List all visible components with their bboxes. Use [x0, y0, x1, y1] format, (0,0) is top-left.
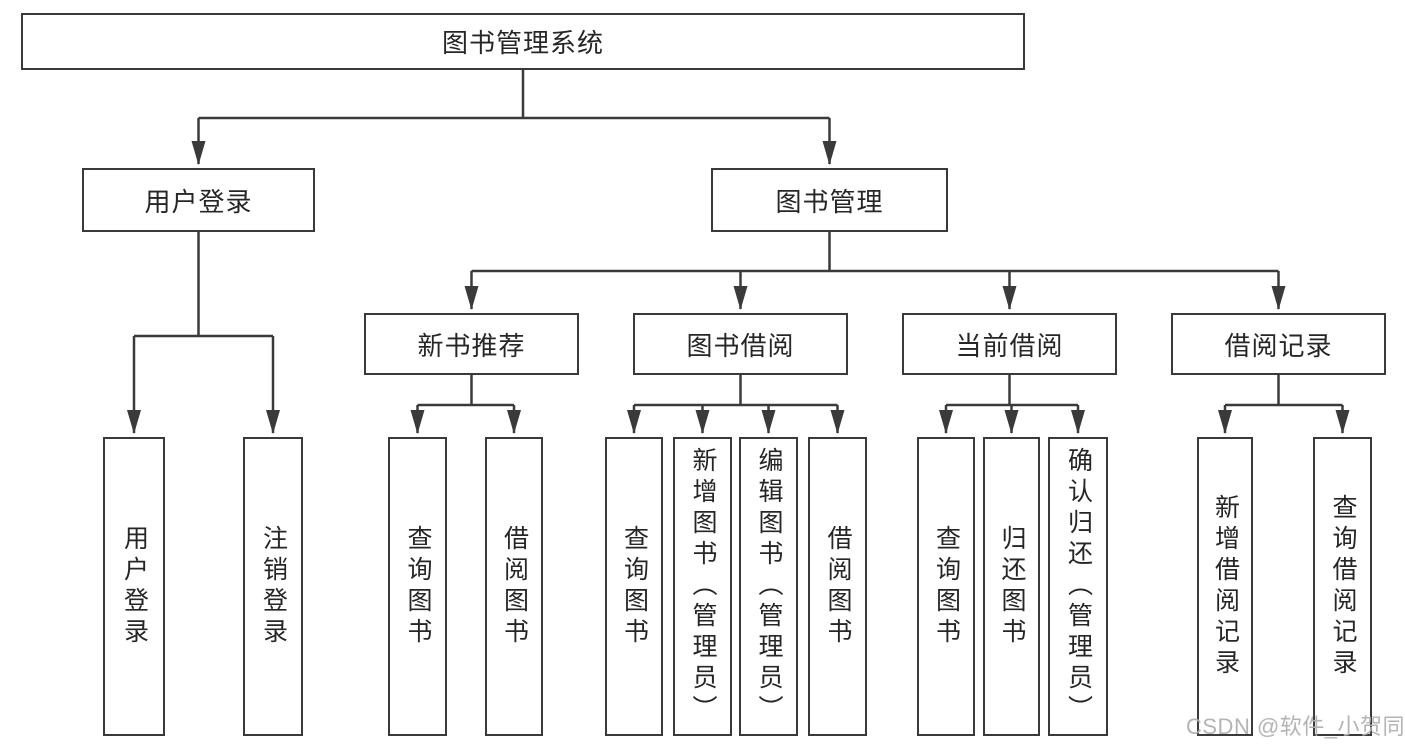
- node-root-label: 图书管理系统: [441, 28, 604, 58]
- leaf-add-book-admin-label: 新增图书（管理员）: [689, 447, 717, 726]
- leaf-confirm-return-admin: 确认归还（管理员）: [1048, 437, 1108, 736]
- leaf-query-book-3: 查询图书: [917, 437, 975, 736]
- leaf-borrow-book-2-label: 借阅图书: [824, 524, 852, 649]
- node-new-book-recommend-label: 新书推荐: [417, 330, 526, 361]
- leaf-return-book: 归还图书: [983, 437, 1040, 736]
- leaf-logout-label: 注销登录: [259, 524, 288, 649]
- leaf-borrow-book-1: 借阅图书: [485, 437, 543, 736]
- leaf-add-borrow-record-label: 新增借阅记录: [1211, 493, 1240, 680]
- leaf-user-login: 用户登录: [103, 437, 165, 736]
- leaf-query-borrow-record-label: 查询借阅记录: [1329, 493, 1357, 680]
- node-book-management: 图书管理: [711, 168, 948, 232]
- leaf-query-book-1-label: 查询图书: [404, 524, 432, 649]
- leaf-query-book-2: 查询图书: [605, 437, 663, 736]
- leaf-add-book-admin: 新增图书（管理员）: [673, 437, 732, 736]
- leaf-query-borrow-record: 查询借阅记录: [1313, 437, 1372, 736]
- leaf-add-borrow-record: 新增借阅记录: [1197, 437, 1253, 736]
- leaf-borrow-book-2: 借阅图书: [808, 437, 867, 736]
- node-book-management-label: 图书管理: [775, 186, 884, 217]
- node-current-borrow: 当前借阅: [902, 313, 1117, 375]
- node-book-borrow: 图书借阅: [633, 313, 848, 375]
- node-current-borrow-label: 当前借阅: [955, 330, 1064, 361]
- leaf-user-login-label: 用户登录: [120, 524, 149, 649]
- leaf-query-book-1: 查询图书: [388, 437, 447, 736]
- leaf-borrow-book-1-label: 借阅图书: [500, 524, 529, 649]
- leaf-query-book-3-label: 查询图书: [932, 524, 961, 649]
- node-user-login-group: 用户登录: [82, 168, 315, 232]
- leaf-logout: 注销登录: [243, 437, 303, 736]
- leaf-query-book-2-label: 查询图书: [620, 524, 649, 649]
- node-new-book-recommend: 新书推荐: [364, 313, 579, 375]
- leaf-edit-book-admin: 编辑图书（管理员）: [739, 437, 798, 736]
- csdn-watermark: CSDN @软件_小贺同学: [1186, 714, 1405, 739]
- leaf-return-book-label: 归还图书: [998, 524, 1026, 649]
- node-user-login-group-label: 用户登录: [144, 186, 253, 217]
- node-root: 图书管理系统: [21, 13, 1025, 70]
- leaf-edit-book-admin-label: 编辑图书（管理员）: [755, 447, 783, 726]
- node-borrow-records-label: 借阅记录: [1224, 330, 1333, 361]
- leaf-confirm-return-admin-label: 确认归还（管理员）: [1064, 447, 1093, 726]
- node-borrow-records: 借阅记录: [1171, 313, 1386, 375]
- node-book-borrow-label: 图书借阅: [686, 330, 795, 361]
